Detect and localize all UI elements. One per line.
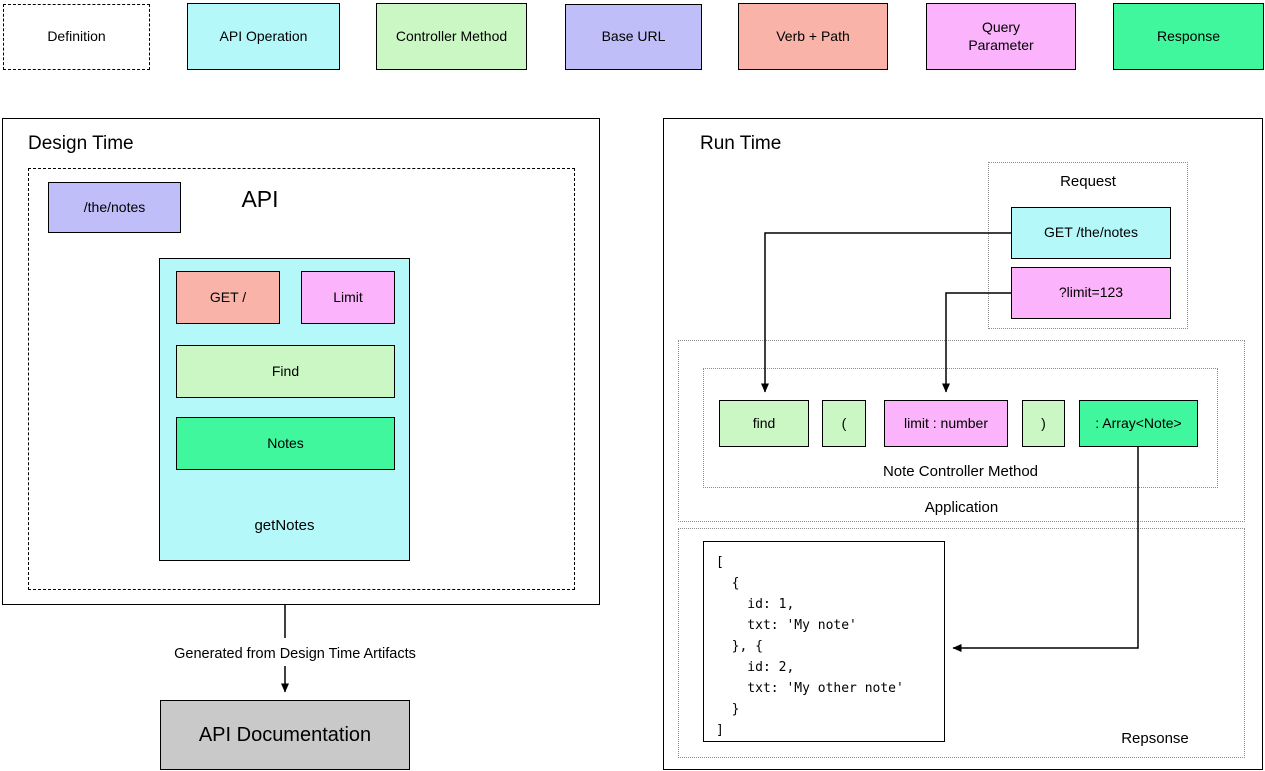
token-close-paren-label: ) — [1041, 414, 1046, 431]
legend-controller-method: Controller Method — [376, 3, 527, 70]
design-query-parameter-box: Limit — [301, 271, 395, 324]
legend-verb-path-label: Verb + Path — [776, 27, 850, 44]
design-base-url-label: /the/notes — [83, 198, 146, 215]
design-verb-path-box: GET / — [176, 271, 280, 324]
token-find-label: find — [752, 414, 776, 431]
legend-controller-method-label: Controller Method — [395, 27, 508, 44]
api-group-label: API — [241, 186, 279, 212]
generated-arrow-label: Generated from Design Time Artifacts — [160, 646, 430, 662]
legend-api-operation-label: API Operation — [219, 27, 308, 44]
note-controller-method-label: Note Controller Method — [882, 463, 1039, 480]
legend-response: Response — [1113, 3, 1264, 70]
design-base-url-box: /the/notes — [48, 182, 181, 233]
legend-base-url: Base URL — [565, 4, 702, 70]
request-label: Request — [1060, 173, 1116, 190]
token-return-type-label: : Array<Note> — [1095, 414, 1182, 431]
design-operation-name: getNotes — [254, 517, 315, 534]
token-open-paren-label: ( — [841, 414, 847, 431]
legend-query-parameter: Query Parameter — [926, 3, 1076, 70]
api-documentation-label: API Documentation — [198, 723, 372, 746]
legend-definition: Definition — [3, 4, 150, 70]
response-code: [ { id: 1, txt: 'My note' }, { id: 2, tx… — [716, 555, 904, 738]
legend-response-label: Response — [1156, 27, 1221, 44]
token-find-box: find — [719, 400, 809, 447]
api-definition-group — [28, 168, 575, 590]
legend-definition-label: Definition — [47, 28, 106, 45]
token-limit-number-box: limit : number — [884, 400, 1008, 447]
design-verb-path-label: GET / — [209, 288, 247, 305]
design-response-label: Notes — [267, 434, 304, 451]
legend-verb-path: Verb + Path — [738, 3, 888, 70]
application-label: Application — [924, 499, 999, 516]
response-label: Repsonse — [1121, 730, 1189, 747]
design-response-box: Notes — [176, 417, 395, 470]
token-open-paren-box: ( — [822, 400, 866, 447]
response-code-box: [ { id: 1, txt: 'My note' }, { id: 2, tx… — [703, 541, 945, 742]
token-close-paren-box: ) — [1022, 400, 1065, 447]
design-time-title: Design Time — [28, 133, 134, 154]
request-verb-path-label: GET /the/notes — [1044, 224, 1138, 241]
request-query-parameter-label: ?limit=123 — [1058, 284, 1124, 301]
request-verb-path-box: GET /the/notes — [1011, 207, 1171, 259]
request-query-parameter-box: ?limit=123 — [1011, 267, 1171, 319]
legend-query-parameter-label: Query Parameter — [968, 19, 1034, 53]
legend-api-operation: API Operation — [187, 3, 340, 70]
design-query-parameter-label: Limit — [333, 288, 363, 305]
run-time-title: Run Time — [700, 133, 782, 154]
design-controller-method-label: Find — [271, 362, 300, 379]
api-documentation-box: API Documentation — [160, 700, 410, 770]
token-return-type-box: : Array<Note> — [1079, 400, 1198, 447]
legend-base-url-label: Base URL — [601, 28, 666, 45]
design-controller-method-box: Find — [176, 345, 395, 398]
token-limit-number-label: limit : number — [903, 414, 989, 431]
